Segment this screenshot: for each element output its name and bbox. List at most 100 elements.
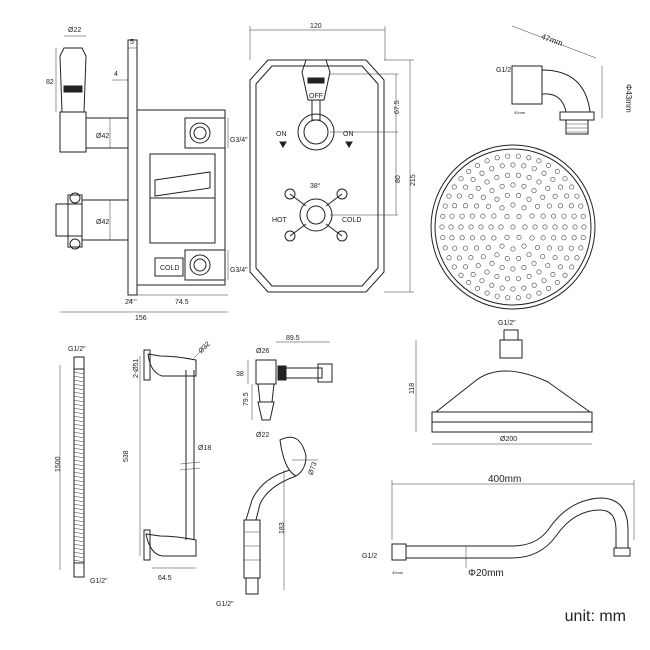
hose-coil <box>73 499 85 503</box>
rose-hole <box>485 203 491 209</box>
dim-156: 156 <box>135 315 147 322</box>
hose-coils <box>73 371 85 563</box>
rose-hole <box>526 175 532 181</box>
rose-hole <box>554 169 560 175</box>
rose-dia: Ø200 <box>500 436 517 443</box>
rose-hole <box>485 245 491 251</box>
dim-outlet-1: G3/4" <box>230 137 248 144</box>
rose-hole <box>551 235 557 241</box>
rose-hole <box>569 264 575 270</box>
rose-height: 118 <box>409 383 416 394</box>
rose-hole <box>534 203 540 209</box>
rose-hole <box>499 265 505 271</box>
valve-side-view: Ø22 82 5 4 Ø42 Ø42 G3/4" G3/4" COLD 24 7… <box>46 27 248 322</box>
hose-coil <box>73 415 85 419</box>
rose-hole <box>442 203 448 209</box>
rose-hole <box>561 235 567 241</box>
handset-grip <box>243 519 261 579</box>
rose-hole <box>557 203 563 209</box>
rose-hole <box>466 279 472 285</box>
lower-spindle <box>81 199 129 241</box>
hose-coil <box>73 455 85 459</box>
rose-side: G1/2" 118 Ø200 <box>409 320 593 445</box>
hose-coil <box>73 539 85 543</box>
rail-bracket-dia: 2-Ø51 <box>133 358 140 378</box>
rose-hole <box>469 213 475 219</box>
hose-coil <box>73 543 85 547</box>
rose-hole <box>540 213 546 219</box>
rose-hole <box>498 224 504 230</box>
dim-67-5: 67.5 <box>394 100 401 114</box>
rose-hole <box>522 224 528 230</box>
rose-hole <box>504 255 510 261</box>
rose-hole <box>564 255 570 261</box>
handset-thread: G1/2" <box>216 601 234 608</box>
rose-hole <box>531 282 537 288</box>
elbow-thread: G1/2 <box>496 67 511 74</box>
rose-hole <box>515 276 521 282</box>
rose-hole <box>578 245 584 251</box>
rose-hole <box>568 203 574 209</box>
rose-hole <box>516 234 522 240</box>
rose-hole <box>571 235 577 241</box>
rose-hole <box>451 184 457 190</box>
rose-hole <box>580 213 586 219</box>
temp-label: 38° <box>310 182 321 190</box>
rose-hole <box>542 224 548 230</box>
flow-dial <box>297 113 335 151</box>
rose-hole <box>526 196 532 202</box>
dim-215: 215 <box>410 174 417 186</box>
dim-knob-dia: Ø22 <box>68 27 81 34</box>
diverter: Ø26 89.5 38 79.5 Ø22 <box>236 335 333 439</box>
rose-hole <box>545 263 551 269</box>
hose-coil <box>73 491 85 495</box>
rose-hole <box>521 243 527 249</box>
rose-hole <box>505 276 511 282</box>
valve-front-view: 120 OFF ON ON 38° HOT COLD 67.5 8 <box>249 23 417 293</box>
dim-body-dia-2: Ø42 <box>96 219 109 226</box>
rose-hole <box>468 193 474 199</box>
rose-hole <box>516 193 522 199</box>
rose-hole <box>489 260 495 266</box>
rose-hole <box>451 264 457 270</box>
rose-hole <box>491 213 497 219</box>
rose-hole <box>536 158 542 164</box>
hose-coil <box>73 535 85 539</box>
rose-hole <box>494 293 500 299</box>
rose-hole <box>515 172 521 178</box>
rose-hole <box>552 255 558 261</box>
diverter-dia-26: Ø26 <box>256 348 269 355</box>
rose-hole <box>484 269 490 275</box>
wall-elbow: 47mm Φ43mm G1/2 40mm <box>496 25 633 135</box>
rose-hole <box>458 224 464 230</box>
rose-hole <box>510 266 516 272</box>
rose-hole <box>545 285 551 291</box>
hose-coil <box>73 451 85 455</box>
rose-hole <box>516 214 522 220</box>
rose-hole <box>532 224 538 230</box>
rose-hole <box>489 188 495 194</box>
rose-hole <box>440 235 446 241</box>
rose-hole <box>552 224 558 230</box>
hose-coil <box>73 431 85 435</box>
rose-hole <box>456 193 462 199</box>
rose-hole <box>499 183 505 189</box>
rose-hole <box>475 263 481 269</box>
lever-handle <box>59 47 87 113</box>
arm-length: 400mm <box>488 474 521 485</box>
outlet-bottom <box>184 249 226 281</box>
cold-label: COLD <box>342 217 361 224</box>
hose-coil <box>73 411 85 415</box>
rose-hole <box>462 184 468 190</box>
diverter-depth: 89.5 <box>286 335 300 342</box>
rose-hole <box>480 235 486 241</box>
rail-bracket-bottom <box>145 533 197 557</box>
rose-hole <box>562 176 568 182</box>
hose-coil <box>73 371 85 375</box>
hose-coil <box>73 391 85 395</box>
rose-hole <box>505 172 511 178</box>
hose-coil <box>73 503 85 507</box>
rose-hole <box>488 224 494 230</box>
hose-coil <box>73 459 85 463</box>
